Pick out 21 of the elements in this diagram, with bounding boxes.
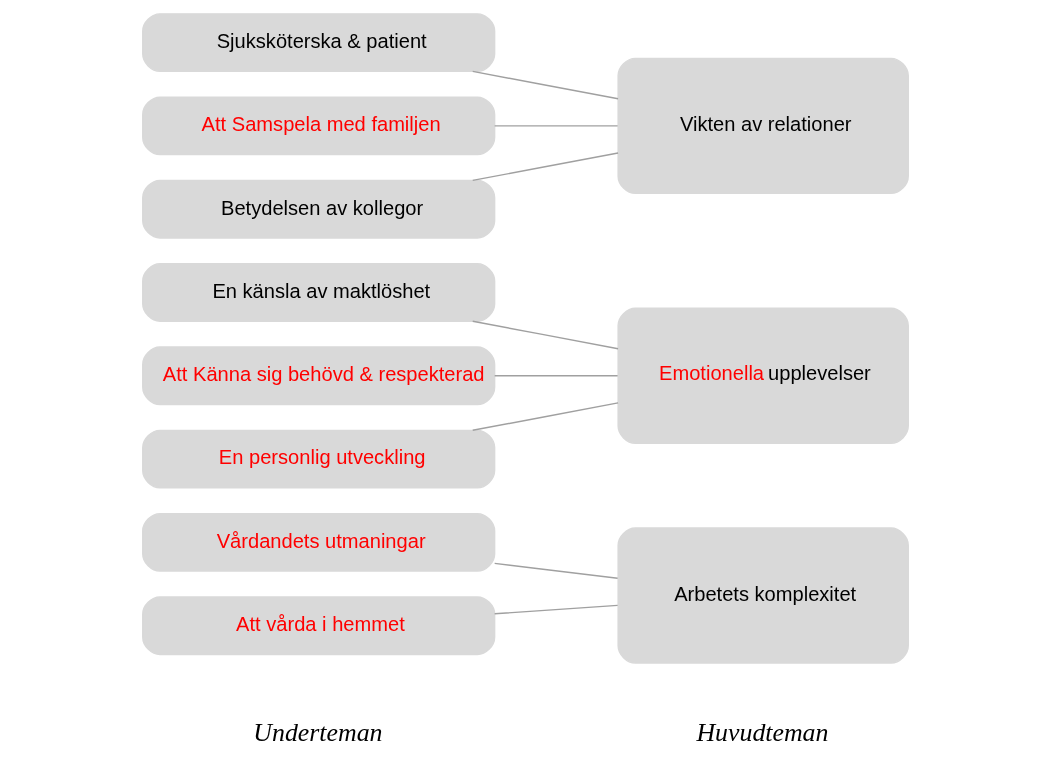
node-box: Betydelsen av kollegor: [142, 179, 496, 239]
connector: [493, 375, 619, 377]
label: Huvudteman: [696, 718, 829, 748]
connector: [493, 604, 619, 615]
node-box: Arbetets komplexitet: [617, 527, 909, 664]
node-box: En personlig utveckling: [142, 429, 496, 489]
node-box: Emotionella upplevelser: [617, 307, 909, 444]
connector: [472, 320, 619, 350]
node-box: Att Känna sig behövd & respekterad: [142, 346, 496, 406]
node-box: Att vårda i hemmet: [142, 596, 496, 656]
connector: [472, 70, 619, 100]
node-box: Vikten av relationer: [617, 57, 909, 195]
connector: [472, 402, 619, 432]
node-box: Att Samspela med familjen: [142, 96, 496, 156]
node-box: En känsla av maktlöshet: [142, 263, 496, 322]
connector: [493, 125, 619, 127]
label: Underteman: [253, 718, 383, 748]
node-box: Sjuksköterska & patient: [142, 13, 496, 73]
connector: [493, 562, 619, 579]
node-box: Vårdandets utmaningar: [142, 512, 496, 572]
connector: [472, 152, 619, 182]
